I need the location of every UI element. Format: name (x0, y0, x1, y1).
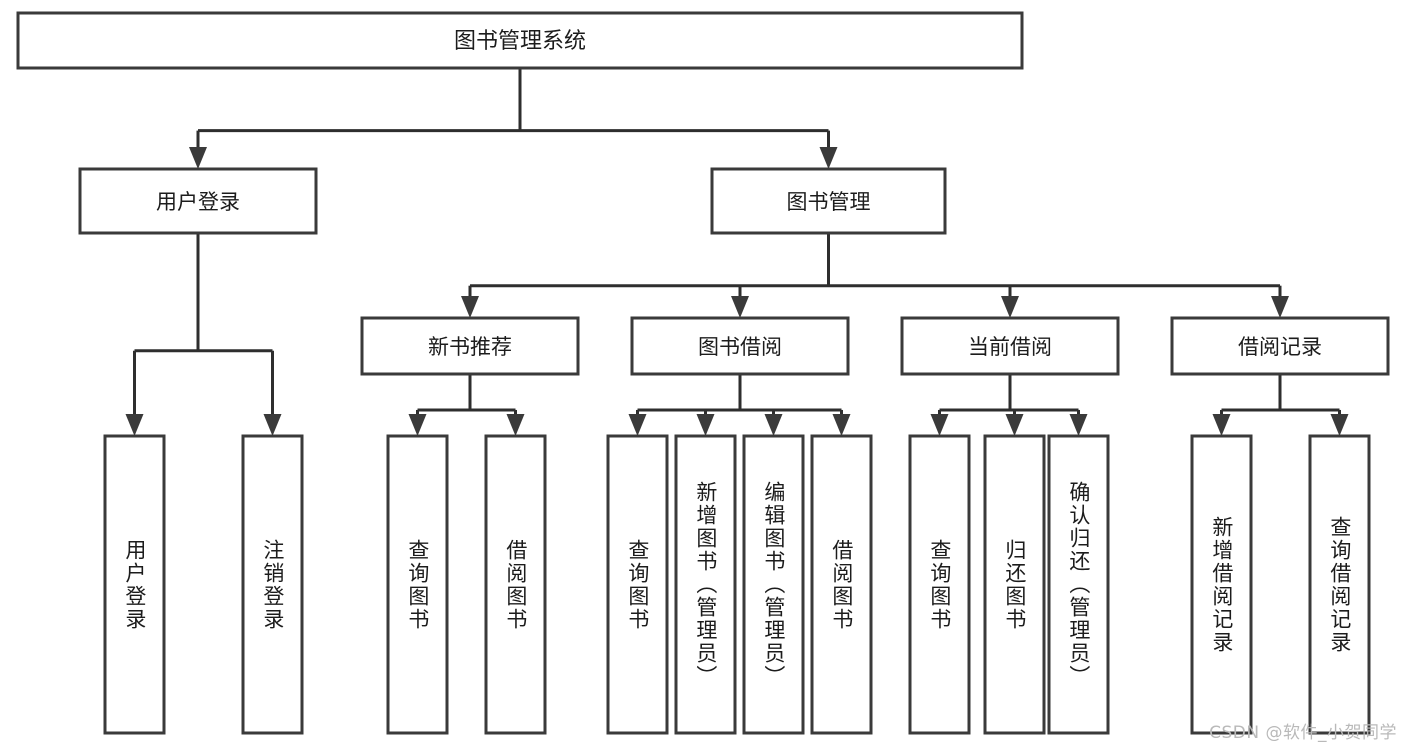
node-label-book-manage: 图书管理 (787, 190, 871, 214)
arrow-head (189, 147, 207, 169)
node-box-leaf-add-book[interactable] (674, 434, 737, 735)
arrow-head (263, 414, 282, 436)
node-box-user-login[interactable] (78, 167, 318, 235)
arrow-head (1069, 414, 1088, 436)
connector-layer (125, 68, 1349, 436)
node-box-borrow-record[interactable] (1170, 316, 1390, 376)
watermark: CSDN @软件_小贺同学 (1209, 723, 1397, 743)
node-label-root: 图书管理系统 (454, 29, 586, 54)
node-box-leaf-query-book-3[interactable] (908, 434, 971, 735)
arrow-head (1271, 296, 1289, 318)
arrow-head (696, 414, 715, 436)
arrow-head (1212, 414, 1231, 436)
node-box-book-manage[interactable] (710, 167, 947, 235)
arrow-head (731, 296, 749, 318)
arrow-head (819, 147, 838, 169)
node-box-current-borrow[interactable] (900, 316, 1120, 376)
arrow-head (461, 296, 479, 318)
node-label-user-login: 用户登录 (156, 190, 240, 214)
node-label-current-borrow: 当前借阅 (968, 335, 1052, 359)
node-label-book-borrow: 图书借阅 (698, 335, 782, 359)
node-box-leaf-query-record[interactable] (1308, 434, 1371, 735)
arrow-head (1330, 414, 1349, 436)
node-box-leaf-borrow-book-2[interactable] (810, 434, 873, 735)
node-box-leaf-edit-book[interactable] (742, 434, 805, 735)
node-box-leaf-query-book-1[interactable] (386, 434, 449, 735)
arrow-head (628, 414, 647, 436)
node-box-leaf-confirm-return[interactable] (1047, 434, 1110, 735)
arrow-head (125, 414, 144, 436)
node-label-borrow-record: 借阅记录 (1238, 335, 1322, 359)
node-label-new-book-recommend: 新书推荐 (428, 335, 512, 359)
arrow-head (930, 414, 949, 436)
arrow-head (1001, 296, 1019, 318)
arrow-head (408, 414, 427, 436)
node-box-leaf-query-book-2[interactable] (606, 434, 669, 735)
arrow-head (1005, 414, 1024, 436)
node-box-root[interactable] (16, 11, 1024, 70)
arrow-head (506, 414, 525, 436)
arrow-head (764, 414, 783, 436)
node-box-new-book-recommend[interactable] (360, 316, 580, 376)
node-box-leaf-borrow-book-1[interactable] (484, 434, 547, 735)
node-box-leaf-user-login[interactable] (103, 434, 166, 735)
node-box-book-borrow[interactable] (630, 316, 850, 376)
node-box-leaf-return-book[interactable] (983, 434, 1046, 735)
node-box-leaf-logout[interactable] (241, 434, 304, 735)
arrow-head (832, 414, 851, 436)
node-box-leaf-add-record[interactable] (1190, 434, 1253, 735)
node-box-layer (16, 11, 1390, 735)
